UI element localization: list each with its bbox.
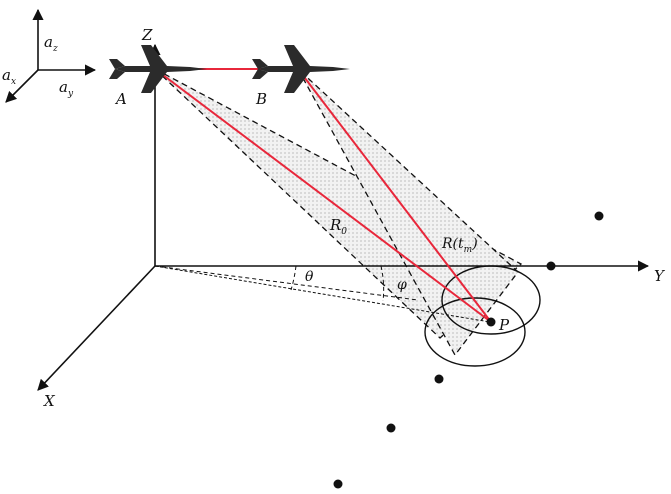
range-r0-sub: 0 — [341, 227, 347, 237]
range-rt-label: R(tm) — [441, 236, 478, 255]
slant-range-rt-line — [297, 68, 492, 323]
range-r0-main: R — [329, 216, 341, 234]
projection-line-op — [154, 265, 491, 323]
aircraft-a-icon — [109, 45, 207, 93]
legend-ay-label: a — [59, 78, 68, 96]
scatter-point — [386, 423, 396, 433]
svg-text:ay: ay — [59, 78, 74, 99]
aircraft-a-label: A — [114, 90, 127, 108]
phi-label: φ — [397, 277, 407, 293]
slant-range-r0-line — [154, 68, 492, 323]
legend-ax-label: a — [2, 66, 11, 84]
scatter-point — [594, 211, 604, 221]
axis-y-label: Y — [654, 267, 666, 285]
projection-line-op-b — [154, 265, 419, 301]
axis-x-label: X — [43, 392, 56, 410]
svg-text:az: az — [44, 33, 58, 54]
legend-ay-sub: y — [67, 89, 74, 99]
theta-label: θ — [305, 269, 314, 285]
scatter-point — [333, 479, 343, 489]
aircraft-b-icon — [252, 45, 350, 93]
range-rt-main: R(t — [441, 236, 464, 252]
aircraft-b-label: B — [255, 90, 267, 108]
range-rt-close: ) — [471, 236, 477, 252]
target-p-label: P — [498, 316, 510, 334]
range-r0-label: R0 — [329, 216, 347, 237]
target-point-p — [486, 317, 496, 327]
footprint-ellipse-a — [424, 297, 526, 367]
legend-ax-sub: x — [11, 77, 16, 87]
phi-arc — [380, 265, 385, 302]
legend-az-label: a — [44, 33, 53, 51]
theta-arc — [290, 265, 297, 291]
scatter-point — [546, 261, 556, 271]
legend-ax-arrow — [5, 69, 39, 103]
scatter-point — [434, 374, 444, 384]
axis-x-line — [37, 265, 156, 391]
svg-text:ax: ax — [2, 66, 16, 87]
acceleration-legend: az ay ax — [2, 8, 97, 103]
legend-az-sub: z — [52, 44, 58, 54]
range-rt-sub: m — [464, 245, 473, 255]
ground-projection — [154, 265, 491, 323]
axis-z-label: Z — [141, 26, 153, 44]
